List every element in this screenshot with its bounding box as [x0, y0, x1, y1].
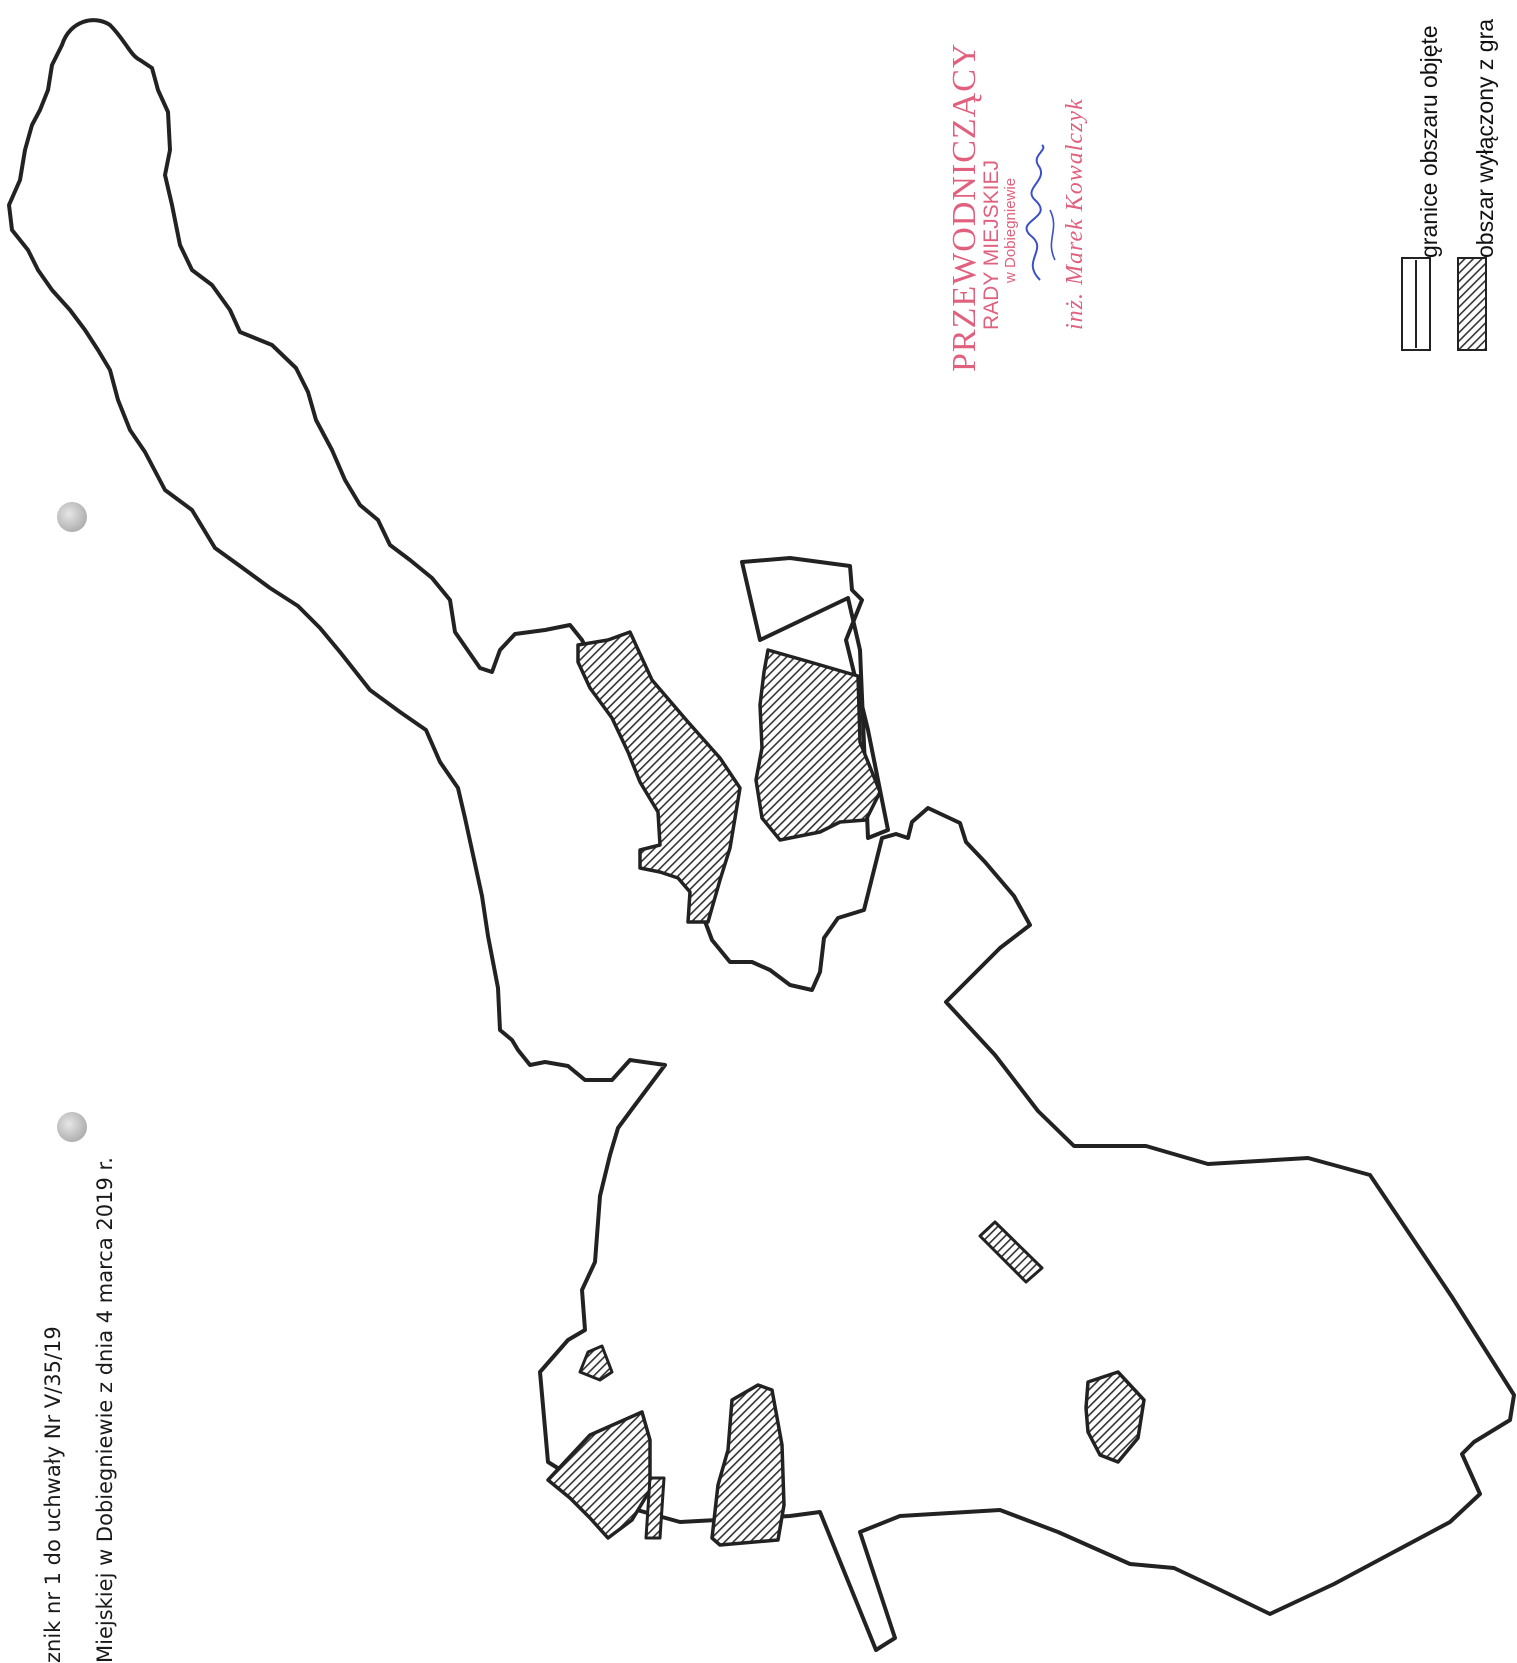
excluded-area-5: [578, 1344, 614, 1382]
area-boundary: [7, 18, 1516, 1652]
excluded-area-8: [710, 1383, 786, 1547]
legend-label-excluded: obszar wyłączony z gra: [1472, 18, 1498, 258]
legend-symbol-hatched: [1457, 257, 1487, 351]
resolution-title: znik nr 1 do uchwały Nr V/35/19: [41, 1326, 65, 1663]
binder-hole-top: [57, 502, 87, 532]
area-boundary-north: [740, 556, 890, 840]
stamp-council: RADY MIEJSKIEJ: [980, 160, 1003, 330]
excluded-area-3: [978, 1220, 1044, 1284]
excluded-area-1: [576, 630, 742, 924]
excluded-area-7: [644, 1476, 666, 1540]
excluded-area-4: [1084, 1370, 1146, 1464]
signature: [1025, 144, 1056, 281]
stamp-title: PRZEWODNICZĄCY: [946, 42, 983, 372]
legend-label-boundary: granice obszaru objęte: [1416, 25, 1442, 258]
resolution-date: Miejskiej w Dobiegniewie z dnia 4 marca …: [93, 1157, 117, 1663]
excluded-area-2: [754, 648, 882, 842]
binder-hole-bottom: [57, 1112, 87, 1142]
excluded-area-6: [546, 1410, 652, 1540]
